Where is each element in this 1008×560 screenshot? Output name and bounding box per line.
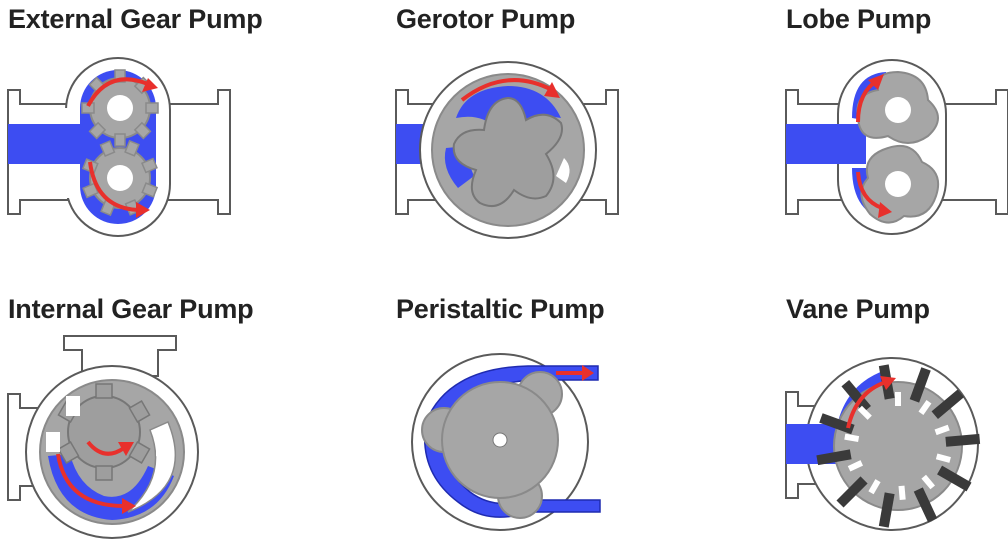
inner-rotor [452,96,563,207]
external-gear-pump-illustration [7,57,231,237]
vanes [816,364,981,528]
peristaltic-pump-illustration [411,352,601,531]
rotation-arrow-icon [86,440,126,456]
rotation-arrow-icon [88,161,139,212]
panel-lobe: Lobe Pump [785,0,1008,270]
panel-gerotor: Gerotor Pump [395,0,726,270]
outlet-flange [937,89,1008,215]
panel-title: Internal Gear Pump [8,294,254,324]
panel-peristaltic: Peristaltic Pump [396,290,726,560]
lobe-pump-illustration [785,59,1008,235]
rotation-arrow-icon [856,171,883,210]
inlet-fluid [8,124,88,164]
vane-pump-illustration [785,357,981,531]
rotor [421,371,563,519]
panel-title: Lobe Pump [786,4,932,34]
rotation-arrow-icon [86,77,149,107]
panel-internal-gear: Internal Gear Pump [7,290,338,560]
panel-external-gear: External Gear Pump [7,0,338,270]
rotation-arrow-icon [846,380,887,429]
panel-title: Vane Pump [786,294,930,324]
internal-gear-pump-illustration [7,335,199,539]
inlet-fluid [786,124,866,164]
top-port-flange [63,335,177,377]
panel-title: External Gear Pump [8,4,263,34]
top-lobe [856,70,939,144]
panel-title: Gerotor Pump [396,4,576,34]
rotation-arrow-icon [460,78,553,102]
gerotor-pump-illustration [395,61,619,239]
panel-vane: Vane Pump [785,290,1008,560]
bottom-gear [81,139,159,217]
tube-channel [588,352,600,366]
outlet-flange [161,89,231,215]
rotation-arrow-icon [56,453,125,508]
panel-title: Peristaltic Pump [396,294,605,324]
